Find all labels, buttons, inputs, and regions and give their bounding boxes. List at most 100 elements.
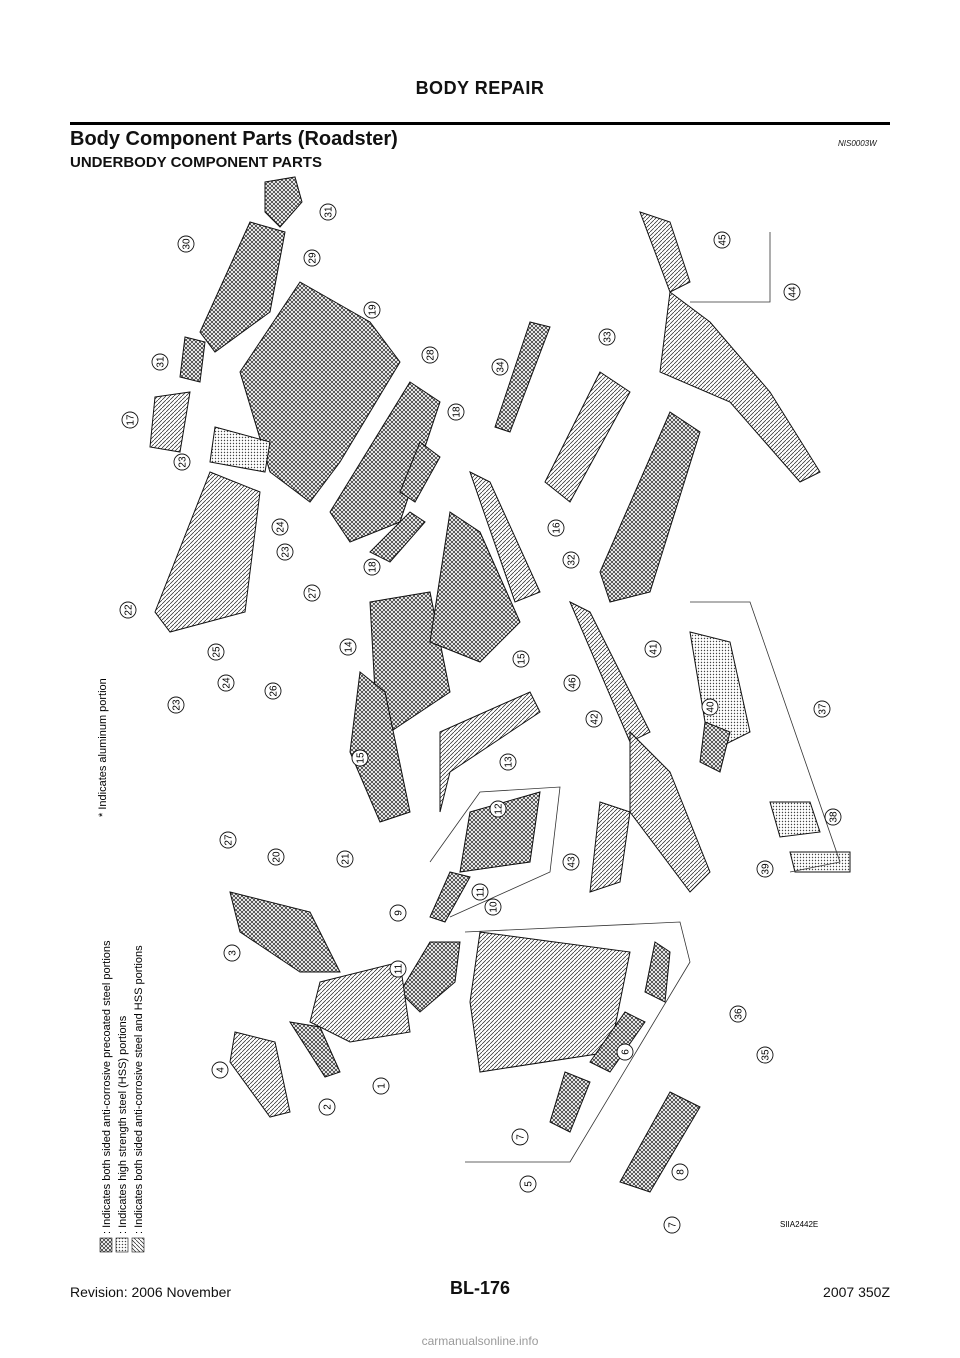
callout-34: 34 xyxy=(491,358,509,376)
callout-circle xyxy=(336,850,354,868)
part-shape xyxy=(429,511,521,663)
callout-circle xyxy=(303,249,321,267)
part-shape xyxy=(288,1021,341,1078)
callout-number: 11 xyxy=(394,963,405,974)
part-shape xyxy=(154,471,261,633)
callout-circle xyxy=(151,353,169,371)
callout-number: 41 xyxy=(649,643,660,655)
callout-17: 17 xyxy=(121,411,139,429)
part-shape xyxy=(309,961,411,1043)
callout-circle xyxy=(267,848,285,866)
bracket-line xyxy=(690,232,771,303)
callout-45: 45 xyxy=(713,231,731,249)
part-shape xyxy=(569,600,651,743)
callout-number: 6 xyxy=(621,1049,632,1055)
callout-number: 27 xyxy=(224,834,235,846)
callout-circle xyxy=(562,551,580,569)
callout-number: 25 xyxy=(212,646,223,658)
callout-circle xyxy=(547,519,565,537)
callout-44: 44 xyxy=(783,283,801,301)
callout-number: 18 xyxy=(368,561,379,573)
callout-circle xyxy=(813,700,831,718)
part-shape xyxy=(369,511,426,563)
callout-number: 12 xyxy=(494,803,505,815)
callout-46: 46 xyxy=(563,674,581,692)
callout-number: 2 xyxy=(323,1104,334,1110)
doc-code: NIS0003W xyxy=(838,139,877,148)
part-shape xyxy=(229,891,341,973)
callout-31: 31 xyxy=(319,203,337,221)
callout-2: 2 xyxy=(318,1098,336,1116)
part-shape xyxy=(639,211,691,293)
callout-circle xyxy=(339,638,357,656)
callout-18: 18 xyxy=(363,558,381,576)
part-shape xyxy=(429,871,471,923)
callout-33: 33 xyxy=(598,328,616,346)
callout-number: 24 xyxy=(222,677,233,689)
callout-circle xyxy=(598,328,616,346)
part-shape xyxy=(699,721,731,773)
callout-7: 7 xyxy=(511,1128,529,1146)
part-shape xyxy=(469,471,541,603)
legend: : Indicates both sided anti-corrosive pr… xyxy=(99,940,145,1253)
callout-number: 37 xyxy=(818,703,829,715)
callout-36: 36 xyxy=(729,1005,747,1023)
callout-circle xyxy=(207,643,225,661)
callout-25: 25 xyxy=(207,643,225,661)
footer-model: 2007 350Z xyxy=(823,1284,890,1300)
callout-circle xyxy=(511,1128,529,1146)
callout-number: 40 xyxy=(706,701,717,713)
callout-24: 24 xyxy=(217,674,235,692)
callout-31: 31 xyxy=(151,353,169,371)
page-header-title: BODY REPAIR xyxy=(415,78,545,98)
callout-circle xyxy=(389,960,407,978)
callout-circle xyxy=(121,411,139,429)
part-shape xyxy=(199,221,286,353)
callout-13: 13 xyxy=(499,753,517,771)
callout-43: 43 xyxy=(562,853,580,871)
callout-23: 23 xyxy=(167,696,185,714)
parts-group xyxy=(149,176,851,1193)
callout-27: 27 xyxy=(219,831,237,849)
callout-24: 24 xyxy=(271,518,289,536)
part-shape xyxy=(629,730,711,893)
callout-15: 15 xyxy=(512,650,530,668)
callout-number: 44 xyxy=(788,286,799,298)
part-shape xyxy=(644,941,671,1003)
callout-number: 30 xyxy=(182,238,193,250)
callout-circle xyxy=(671,1163,689,1181)
callout-23: 23 xyxy=(276,543,294,561)
callout-circle xyxy=(264,682,282,700)
callout-circle xyxy=(824,808,842,826)
callout-circle xyxy=(519,1175,537,1193)
callout-circle xyxy=(389,904,407,922)
part-shape xyxy=(229,1031,291,1118)
callout-4: 4 xyxy=(211,1061,229,1079)
callout-number: 13 xyxy=(504,756,515,768)
callout-circle xyxy=(512,650,530,668)
callout-number: 18 xyxy=(452,406,463,418)
callout-7: 7 xyxy=(663,1216,681,1234)
callout-circle xyxy=(217,674,235,692)
callout-29: 29 xyxy=(303,249,321,267)
part-shape xyxy=(469,931,631,1073)
callout-number: 3 xyxy=(228,950,239,956)
callout-number: 8 xyxy=(676,1169,687,1175)
callout-circle xyxy=(223,944,241,962)
callout-21: 21 xyxy=(336,850,354,868)
callout-23: 23 xyxy=(173,453,191,471)
part-shape xyxy=(329,381,441,543)
part-shape xyxy=(549,1071,591,1133)
callout-14: 14 xyxy=(339,638,357,656)
part-shape xyxy=(459,791,541,873)
callout-30: 30 xyxy=(177,235,195,253)
callout-9: 9 xyxy=(389,904,407,922)
bracket-line xyxy=(690,601,841,873)
callout-circle xyxy=(447,403,465,421)
part-shape xyxy=(659,291,821,483)
callout-12: 12 xyxy=(489,800,507,818)
part-shape xyxy=(239,281,401,503)
legend-text-diagonal: : Indicates both sided anti-corrosive st… xyxy=(133,945,145,1234)
callout-number: 4 xyxy=(216,1067,227,1073)
callout-number: 20 xyxy=(272,851,283,863)
